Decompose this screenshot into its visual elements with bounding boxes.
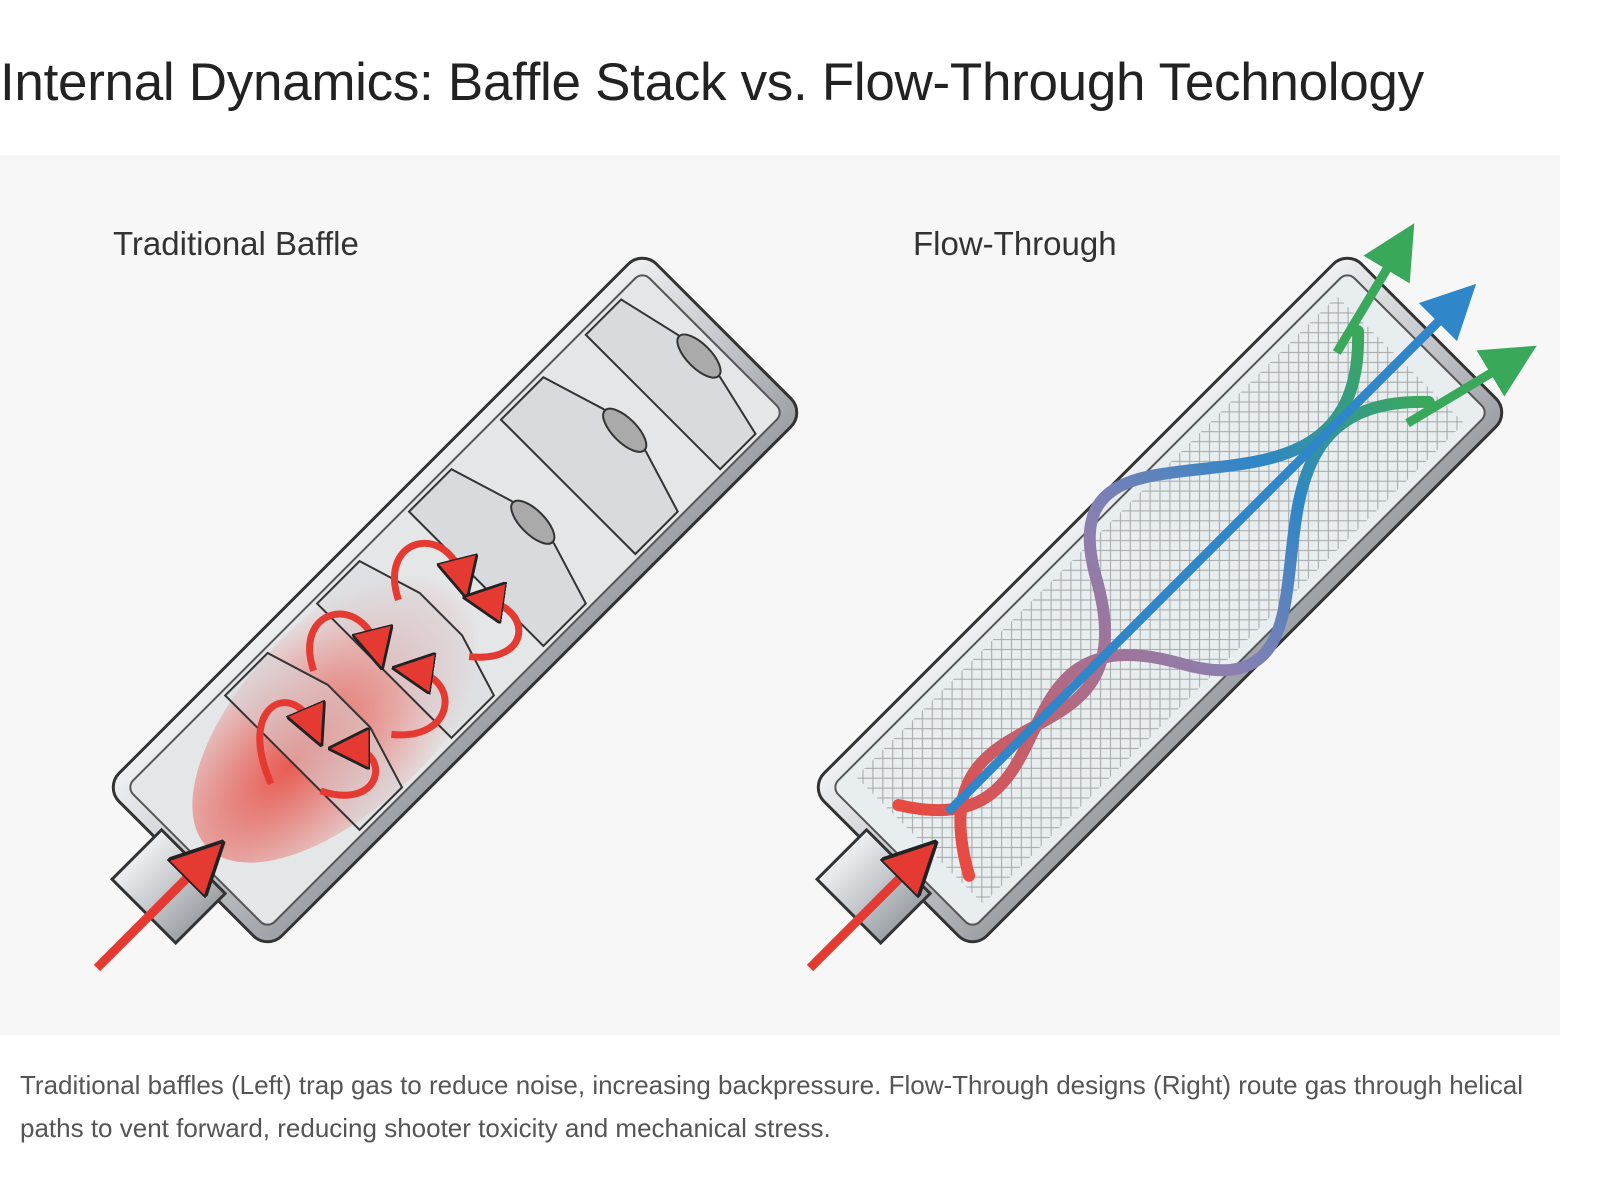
flow-through-drawing [814, 223, 1537, 946]
illustration-canvas [93, 223, 1537, 972]
traditional-baffle-label: Traditional Baffle [113, 225, 359, 262]
figure-caption: Traditional baffles (Left) trap gas to r… [20, 1070, 1524, 1143]
inlet-arrow-right [806, 860, 918, 972]
inlet-arrow-left [93, 860, 205, 972]
page-title: Internal Dynamics: Baffle Stack vs. Flow… [0, 53, 1424, 112]
comparison-illustration: Traditional Baffle Flow-Through [0, 155, 1560, 1035]
flow-through-label: Flow-Through [913, 225, 1117, 262]
traditional-baffle-drawing [109, 256, 799, 946]
